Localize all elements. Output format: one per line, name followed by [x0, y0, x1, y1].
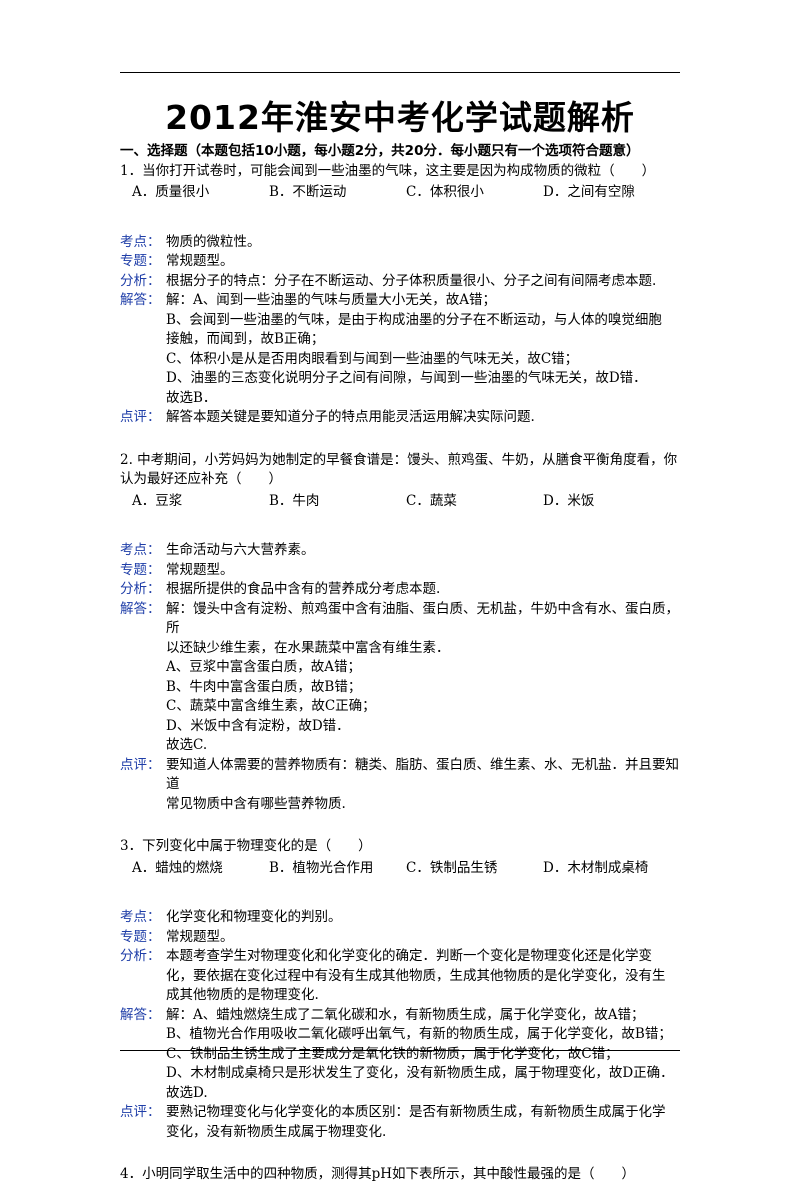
dianping-text: 变化，没有新物质生成属于物理变化. — [166, 1123, 387, 1140]
section-header: 一、选择题（本题包括10小题，每小题2分，共20分．每小题只有一个选项符合题意） — [120, 143, 640, 159]
fenxi-text: 根据所提供的食品中含有的营养成分考虑本题. — [166, 581, 441, 597]
jieda-row: 解答： 解：A、蜡烛燃烧生成了二氧化碳和水，有新物质生成，属于化学变化，故A错；… — [120, 1006, 680, 1104]
kaodian-label: 考点： — [120, 542, 161, 558]
option-c: C．蔬菜 — [406, 492, 457, 509]
zhuanti-label: 专题： — [120, 253, 161, 269]
kaodian-row: 考点： 物质的微粒性。 — [120, 233, 680, 253]
zhuanti-text: 常规题型。 — [166, 561, 234, 578]
option-b: B．植物光合作用 — [269, 859, 374, 876]
question-2: 2. 中考期间，小芳妈妈为她制定的早餐食谱是：馒头、煎鸡蛋、牛奶，从膳食平衡角度… — [120, 451, 680, 815]
jieda-line: C、铁制品生锈生成了主要成分是氧化铁的新物质，属于化学变化，故C错； — [166, 1045, 619, 1062]
jieda-line: 故选C. — [166, 737, 208, 753]
option-a: A．蜡烛的燃烧 — [132, 859, 223, 876]
stem-line: 认为最好还应补充（ ） — [120, 471, 282, 487]
jieda-line: B、植物光合作用吸收二氧化碳呼出氧气，有新的物质生成，属于化学变化，故B错； — [166, 1026, 672, 1042]
stem-line: 2. 中考期间，小芳妈妈为她制定的早餐食谱是：馒头、煎鸡蛋、牛奶，从膳食平衡角度… — [120, 451, 678, 468]
jieda-row: 解答： 解：A、闻到一些油墨的气味与质量大小无关，故A错； B、会闻到一些油墨的… — [120, 291, 680, 408]
option-b: B．牛肉 — [269, 492, 320, 509]
option-d: D．米饭 — [543, 492, 595, 509]
zhuanti-text: 常规题型。 — [166, 253, 234, 269]
fenxi-row: 分析： 根据所提供的食品中含有的营养成分考虑本题. — [120, 580, 680, 600]
option-list: A．质量很小 B．不断运动 C．体积很小 D．之间有空隙 — [120, 183, 680, 203]
jieda-line: 故选D. — [166, 1084, 208, 1101]
fenxi-text: 根据分子的特点：分子在不断运动、分子体积质量很小、分子之间有间隔考虑本题. — [166, 272, 657, 289]
dianping-row: 点评： 要知道人体需要的营养物质有：糖类、脂肪、蛋白质、维生素、水、无机盐．并且… — [120, 756, 680, 815]
kaodian-text: 化学变化和物理变化的判别。 — [166, 909, 342, 925]
dianping-row: 点评： 要熟记物理变化与化学变化的本质区别：是否有新物质生成，有新物质生成属于化… — [120, 1103, 680, 1142]
zhuanti-row: 专题： 常规题型。 — [120, 928, 680, 948]
bottom-rule — [120, 1050, 680, 1051]
kaodian-row: 考点： 生命活动与六大营养素。 — [120, 541, 680, 561]
zhuanti-label: 专题： — [120, 928, 161, 945]
fenxi-text: 化，要依据在变化过程中有没有生成其他物质，生成其他物质的是化学变化，没有生 — [166, 967, 666, 984]
jieda-line: B、牛肉中富含蛋白质，故B错； — [166, 678, 362, 695]
option-b: B．不断运动 — [269, 184, 347, 200]
fenxi-row: 分析： 根据分子的特点：分子在不断运动、分子体积质量很小、分子之间有间隔考虑本题… — [120, 272, 680, 292]
dianping-text: 解答本题关键是要知道分子的特点用能灵活运用解决实际问题. — [166, 409, 535, 425]
question-stem: 1．当你打开试卷时，可能会闻到一些油墨的气味，这主要是因为构成物质的微粒（ ） — [120, 162, 680, 182]
top-rule — [120, 72, 680, 73]
jieda-line: D、油墨的三态变化说明分子之间有间隙，与闻到一些油墨的气味无关，故D错． — [166, 370, 647, 386]
jieda-line: A、豆浆中富含蛋白质，故A错； — [166, 659, 361, 675]
zhuanti-row: 专题： 常规题型。 — [120, 252, 680, 272]
dianping-text: 常见物质中含有哪些营养物质. — [166, 795, 346, 812]
question-stem: 3．下列变化中属于物理变化的是（ ） — [120, 837, 680, 857]
jieda-line: C、蔬菜中富含维生素，故C正确； — [166, 698, 376, 714]
question-3: 3．下列变化中属于物理变化的是（ ） A．蜡烛的燃烧 B．植物光合作用 C．铁制… — [120, 837, 680, 1142]
zhuanti-label: 专题： — [120, 561, 161, 578]
option-d: D．之间有空隙 — [543, 184, 635, 200]
question-1: 1．当你打开试卷时，可能会闻到一些油墨的气味，这主要是因为构成物质的微粒（ ） … — [120, 162, 680, 428]
option-c: C．体积很小 — [406, 184, 484, 200]
document-body: 一、选择题（本题包括10小题，每小题2分，共20分．每小题只有一个选项符合题意）… — [120, 142, 680, 1185]
stem-line: 3．下列变化中属于物理变化的是（ ） — [120, 838, 372, 854]
jieda-line: B、会闻到一些油墨的气味，是由于构成油墨的分子在不断运动，与人体的嗅觉细胞 — [166, 311, 662, 328]
jieda-line: 接触，而闻到，故B正确； — [166, 331, 325, 347]
fenxi-row: 分析： 本题考查学生对物理变化和化学变化的确定．判断一个变化是物理变化还是化学变… — [120, 947, 680, 1006]
fenxi-label: 分析： — [120, 272, 161, 289]
option-d: D．木材制成桌椅 — [543, 859, 649, 876]
question-4: 4．小明同学取生活中的四种物质，测得其pH如下表所示，其中酸性最强的是（ ） — [120, 1165, 680, 1185]
dianping-text: 要熟记物理变化与化学变化的本质区别：是否有新物质生成，有新物质生成属于化学 — [166, 1104, 666, 1120]
option-a: A．豆浆 — [132, 492, 183, 509]
kaodian-label: 考点： — [120, 909, 161, 925]
jieda-line: D、木材制成桌椅只是形状发生了变化，没有新物质生成，属于物理变化，故D正确． — [166, 1065, 674, 1081]
kaodian-row: 考点： 化学变化和物理变化的判别。 — [120, 908, 680, 928]
dianping-label: 点评： — [120, 1104, 161, 1120]
option-list: A．蜡烛的燃烧 B．植物光合作用 C．铁制品生锈 D．木材制成桌椅 — [120, 859, 680, 879]
fenxi-text: 本题考查学生对物理变化和化学变化的确定．判断一个变化是物理变化还是化学变 — [166, 948, 652, 964]
jieda-label: 解答： — [120, 600, 161, 617]
option-a: A．质量很小 — [132, 184, 210, 200]
fenxi-label: 分析： — [120, 948, 161, 964]
jieda-row: 解答： 解：馒头中含有淀粉、煎鸡蛋中含有油脂、蛋白质、无机盐，牛奶中含有水、蛋白… — [120, 600, 680, 756]
dianping-text: 要知道人体需要的营养物质有：糖类、脂肪、蛋白质、维生素、水、无机盐．并且要知道 — [166, 756, 679, 793]
jieda-line: 故选B． — [166, 389, 217, 406]
jieda-line: 解：馒头中含有淀粉、煎鸡蛋中含有油脂、蛋白质、无机盐，牛奶中含有水、蛋白质，所 — [166, 600, 679, 637]
fenxi-text: 成其他物质的是物理变化. — [166, 987, 319, 1003]
jieda-label: 解答： — [120, 1006, 161, 1023]
kaodian-text: 物质的微粒性。 — [166, 233, 261, 250]
dianping-label: 点评： — [120, 409, 161, 425]
jieda-label: 解答： — [120, 292, 161, 308]
zhuanti-text: 常规题型。 — [166, 928, 234, 945]
jieda-line: D、米饭中含有淀粉，故D错． — [166, 717, 350, 734]
jieda-line: 解：A、蜡烛燃烧生成了二氧化碳和水，有新物质生成，属于化学变化，故A错； — [166, 1006, 645, 1023]
page-title: 2012年淮安中考化学试题解析 — [165, 98, 635, 137]
kaodian-text: 生命活动与六大营养素。 — [166, 542, 315, 558]
option-list: A．豆浆 B．牛肉 C．蔬菜 D．米饭 — [120, 492, 680, 512]
question-stem: 2. 中考期间，小芳妈妈为她制定的早餐食谱是：馒头、煎鸡蛋、牛奶，从膳食平衡角度… — [120, 451, 680, 490]
jieda-line: 以还缺少维生素，在水果蔬菜中富含有维生素． — [166, 639, 450, 656]
stem-line: 1．当你打开试卷时，可能会闻到一些油墨的气味，这主要是因为构成物质的微粒（ ） — [120, 162, 656, 179]
zhuanti-row: 专题： 常规题型。 — [120, 561, 680, 581]
dianping-row: 点评： 解答本题关键是要知道分子的特点用能灵活运用解决实际问题. — [120, 408, 680, 428]
question-stem: 4．小明同学取生活中的四种物质，测得其pH如下表所示，其中酸性最强的是（ ） — [120, 1166, 636, 1182]
dianping-label: 点评： — [120, 756, 161, 773]
option-c: C．铁制品生锈 — [406, 859, 498, 876]
jieda-line: C、体积小是从是否用肉眼看到与闻到一些油墨的气味无关，故C错； — [166, 350, 579, 367]
kaodian-label: 考点： — [120, 233, 161, 250]
jieda-line: 解：A、闻到一些油墨的气味与质量大小无关，故A错； — [166, 292, 496, 308]
fenxi-label: 分析： — [120, 581, 161, 597]
